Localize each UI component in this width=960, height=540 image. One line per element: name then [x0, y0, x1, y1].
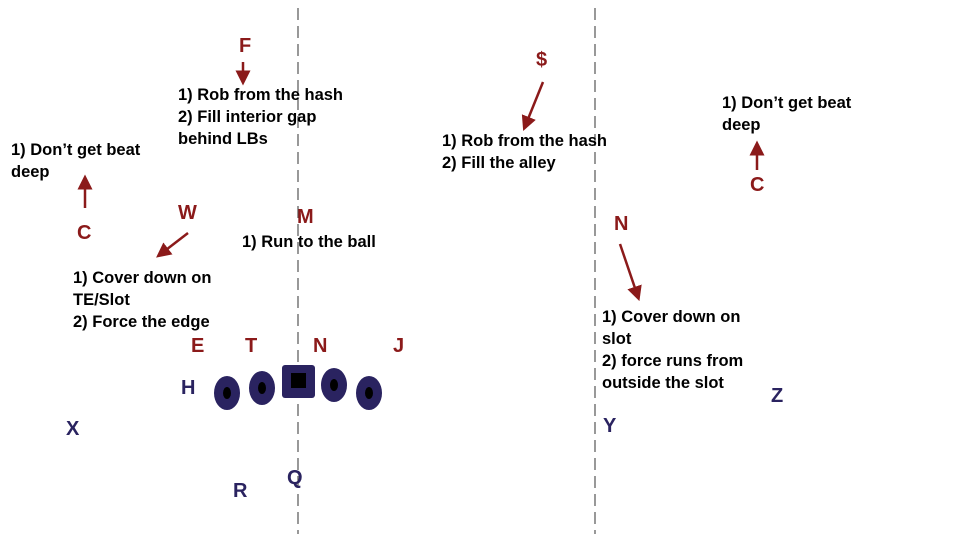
defender-n-line: N	[313, 335, 328, 357]
note-dollar-assignment: 1) Rob from the hash 2) Fill the alley	[442, 132, 608, 172]
offensive-line	[214, 365, 382, 410]
note-w-assignment: 1) Cover down on TE/Slot 2) Force the ed…	[73, 269, 212, 331]
offense-z: Z	[771, 385, 784, 407]
defender-dollar: $	[536, 49, 548, 71]
defender-e: E	[191, 335, 205, 357]
dollar-arrow	[521, 81, 545, 131]
offense-x: X	[66, 418, 80, 440]
offense-r: R	[233, 480, 248, 502]
offense-h: H	[181, 377, 196, 399]
defender-f: F	[239, 35, 252, 57]
note-c-left-assignment: 1) Don’t get beat deep	[11, 141, 141, 181]
note-f-assignment: 1) Rob from the hash 2) Fill interior ga…	[178, 86, 344, 148]
defender-w: W	[178, 202, 197, 224]
defender-n-safety: N	[614, 213, 629, 235]
note-n-assignment: 1) Cover down on slot 2) force runs from…	[602, 308, 744, 392]
note-c-right-assignment: 1) Don’t get beat deep	[722, 94, 852, 134]
defender-m: M	[297, 206, 314, 228]
note-m-assignment: 1) Run to the ball	[242, 233, 376, 251]
offense-y: Y	[603, 415, 617, 437]
w-arrow	[156, 232, 189, 258]
defender-c-left: C	[77, 222, 92, 244]
n-arrow	[618, 243, 642, 302]
defender-c-right: C	[750, 174, 765, 196]
offense-q: Q	[287, 467, 303, 489]
defender-t: T	[245, 335, 258, 357]
defender-j: J	[393, 335, 405, 357]
